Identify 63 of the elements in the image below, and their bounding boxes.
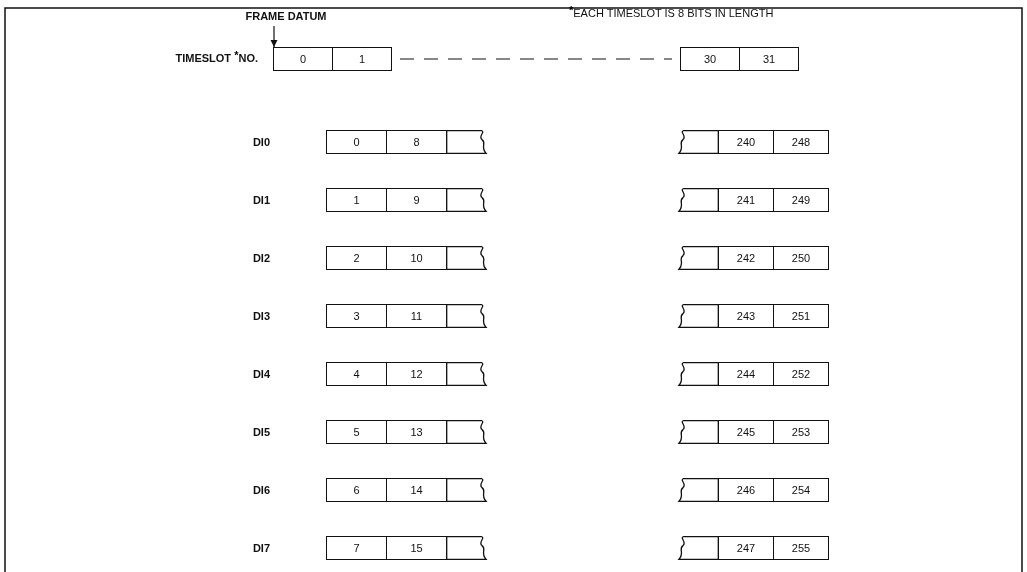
timeslot-cell: 30 <box>680 47 740 71</box>
timeslot-cell: 254 <box>773 478 829 502</box>
torn-cell <box>446 478 488 502</box>
row-label: DI5 <box>252 426 270 438</box>
row-label: DI6 <box>252 484 270 496</box>
timeslot-cell: 15 <box>386 536 447 560</box>
timeslot-cell: 1 <box>326 188 387 212</box>
row-label: DI3 <box>252 310 270 322</box>
torn-cell <box>446 130 488 154</box>
torn-cell <box>446 246 488 270</box>
timeslot-cell: 241 <box>718 188 774 212</box>
torn-cell <box>446 536 488 560</box>
row-label: DI0 <box>252 136 270 148</box>
timeslot-cell: 2 <box>326 246 387 270</box>
timeslot-cell: 240 <box>718 130 774 154</box>
torn-cell <box>677 130 719 154</box>
torn-cell <box>677 188 719 212</box>
row-label: DI1 <box>252 194 270 206</box>
timeslot-cell: 3 <box>326 304 387 328</box>
timeslot-cell: 31 <box>739 47 799 71</box>
dashed-continuation-line <box>399 58 673 60</box>
timeslot-cell: 249 <box>773 188 829 212</box>
torn-cell <box>677 304 719 328</box>
row-label: DI4 <box>252 368 270 380</box>
row-label: DI7 <box>252 542 270 554</box>
timeslot-cell: 12 <box>386 362 447 386</box>
torn-cell <box>677 420 719 444</box>
timeslot-cell: 253 <box>773 420 829 444</box>
timeslot-cell: 245 <box>718 420 774 444</box>
torn-cell <box>446 420 488 444</box>
torn-cell <box>677 362 719 386</box>
timeslot-cell: 4 <box>326 362 387 386</box>
timeslot-cell: 7 <box>326 536 387 560</box>
timeslot-cell: 255 <box>773 536 829 560</box>
timeslot-cell: 246 <box>718 478 774 502</box>
torn-cell <box>446 362 488 386</box>
timeslot-cell: 247 <box>718 536 774 560</box>
row-label: DI2 <box>252 252 270 264</box>
timeslot-cell: 6 <box>326 478 387 502</box>
timeslot-cell: 11 <box>386 304 447 328</box>
timeslot-cell: 5 <box>326 420 387 444</box>
timeslot-cell: 251 <box>773 304 829 328</box>
timeslot-cell: 242 <box>718 246 774 270</box>
timeslot-cell: 1 <box>332 47 392 71</box>
frame-datum-label: FRAME DATUM <box>244 8 328 24</box>
torn-cell <box>677 478 719 502</box>
timeslot-cell: 244 <box>718 362 774 386</box>
torn-cell <box>446 188 488 212</box>
timeslot-cell: 10 <box>386 246 447 270</box>
torn-cell <box>446 304 488 328</box>
timeslot-cell: 243 <box>718 304 774 328</box>
timeslot-cell: 248 <box>773 130 829 154</box>
timeslot-cell: 13 <box>386 420 447 444</box>
timeslot-cell: 9 <box>386 188 447 212</box>
torn-cell <box>677 536 719 560</box>
timeslot-cell: 0 <box>273 47 333 71</box>
timeslot-cell: 0 <box>326 130 387 154</box>
timeslot-cell: 14 <box>386 478 447 502</box>
timeslot-cell: 252 <box>773 362 829 386</box>
arrow <box>270 25 278 48</box>
timeslot-cell: 8 <box>386 130 447 154</box>
torn-cell <box>677 246 719 270</box>
timeslot-cell: 250 <box>773 246 829 270</box>
